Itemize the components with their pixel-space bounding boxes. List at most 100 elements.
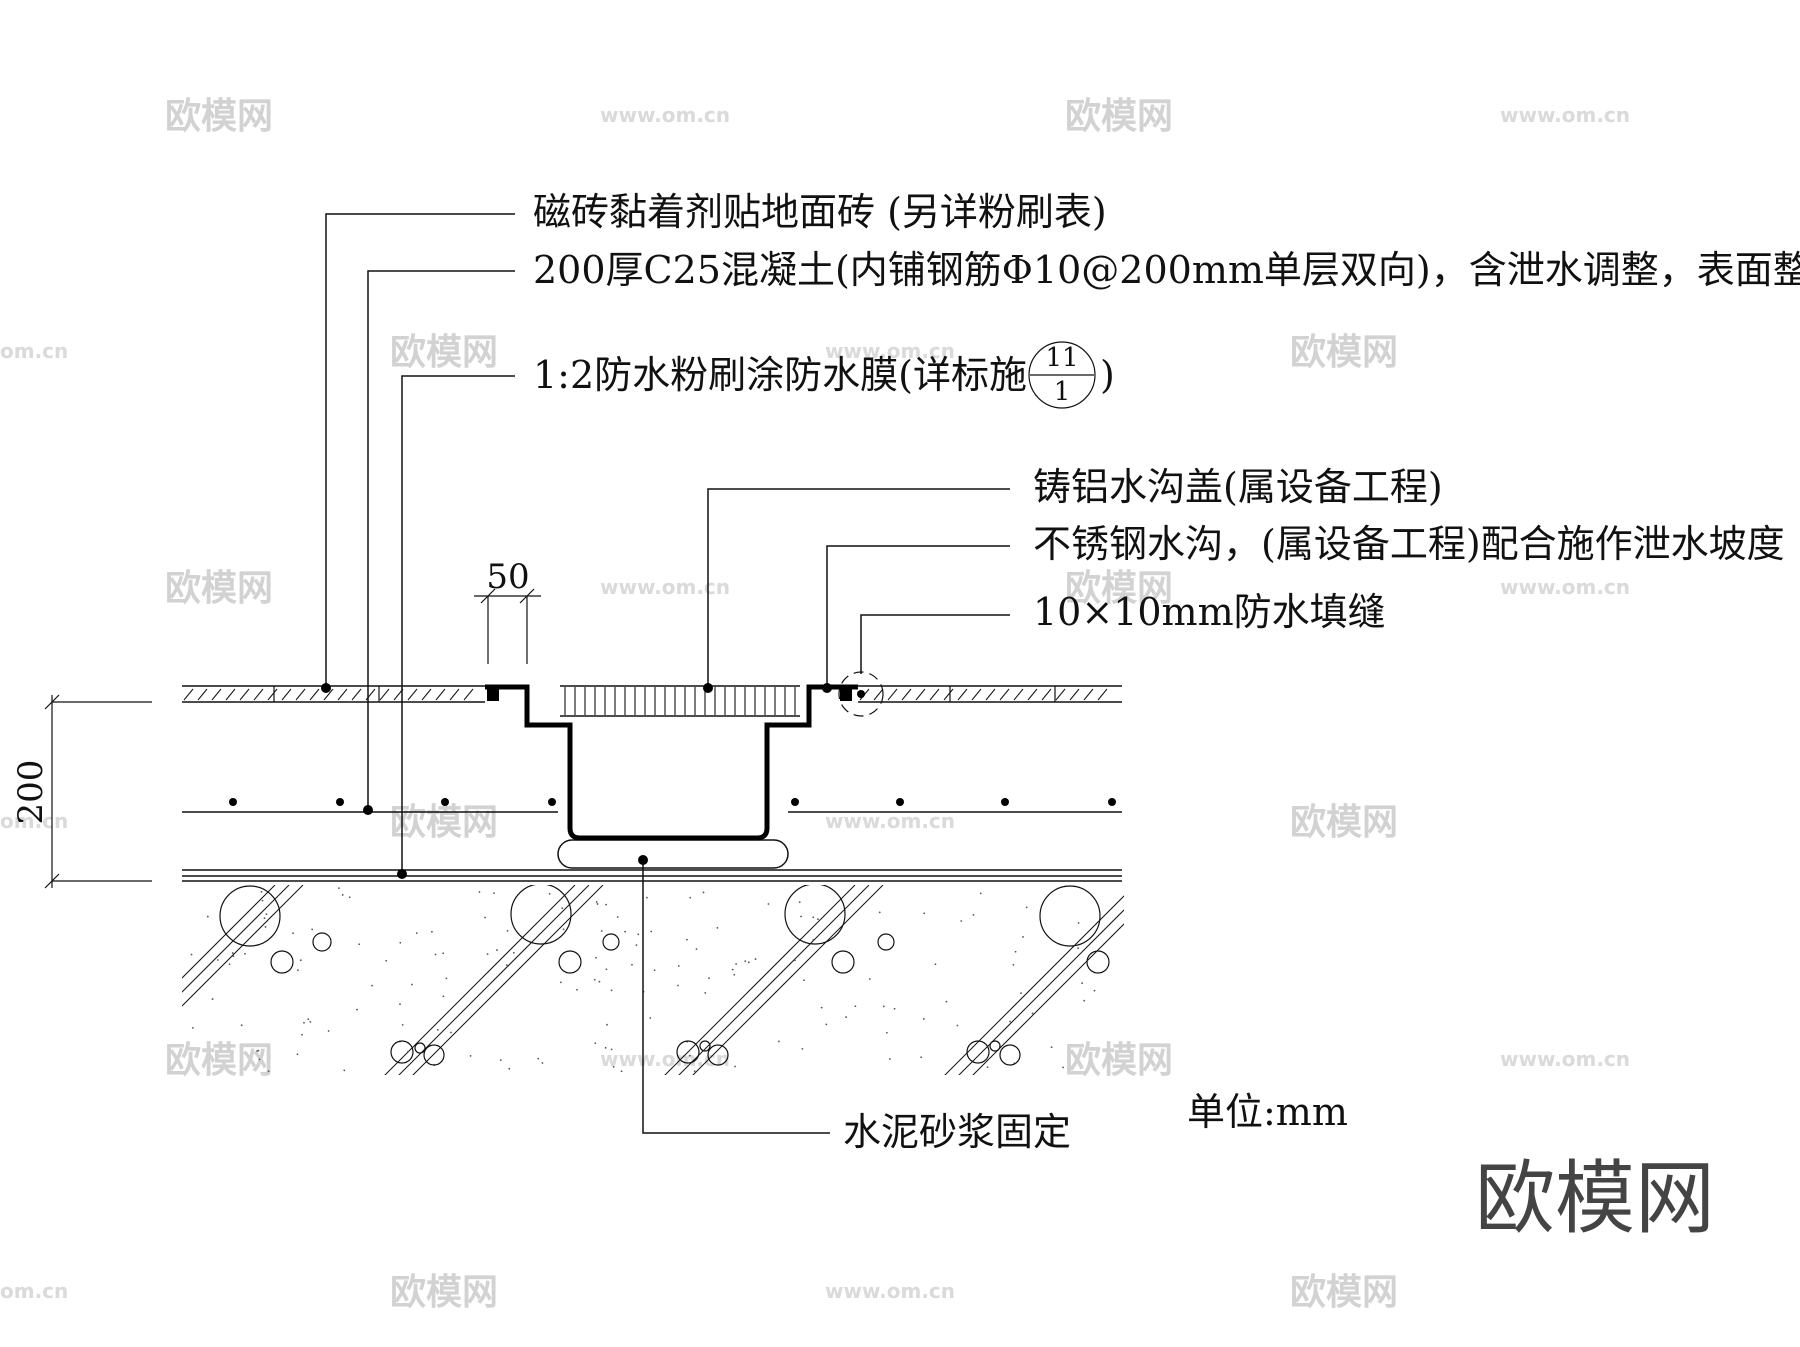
soil-speck: [343, 1069, 346, 1072]
soil-speck: [735, 963, 738, 965]
label-cover: 铸铝水沟盖(属设备工程): [1033, 465, 1443, 509]
soil-speck: [411, 983, 413, 986]
soil-speck: [598, 980, 601, 983]
aggregate-stone: [877, 933, 895, 951]
soil-speck: [415, 932, 418, 934]
watermark-url: www.om.cn: [1500, 1047, 1630, 1071]
watermark-brand: 欧模网: [165, 568, 273, 609]
soil-speck: [258, 1058, 261, 1061]
soil-speck: [1031, 1012, 1034, 1015]
tile-hatch-stroke: [337, 688, 348, 701]
soil-speck: [231, 952, 234, 954]
soil-speck: [733, 973, 736, 976]
leader-dot: [822, 683, 832, 693]
aggregate-stone: [312, 932, 332, 952]
soil-speck: [301, 1033, 303, 1036]
soil-speck: [893, 1007, 896, 1010]
soil-speck: [800, 915, 802, 918]
watermark-url: www.om.cn: [825, 1279, 955, 1303]
soil-speck: [1081, 982, 1084, 985]
tile-hatch-stroke: [1027, 688, 1038, 701]
soil-speck: [469, 1055, 472, 1057]
soil-speck: [548, 893, 551, 895]
soil-speck: [260, 890, 263, 893]
dim-height: 200: [11, 760, 51, 825]
tile-hatch-stroke: [197, 688, 208, 701]
label-seal: 10×10mm防水填缝: [1033, 590, 1386, 634]
tile-hatch-stroke: [929, 688, 940, 701]
soil-speck: [604, 1046, 607, 1049]
soil-speck: [1093, 989, 1096, 992]
tile-hatch-stroke: [183, 688, 194, 701]
soil-speck: [686, 938, 688, 941]
soil-speck: [605, 968, 608, 971]
leader-lines: [321, 213, 1010, 1134]
aggregate-stone: [602, 933, 620, 951]
soil-hatch-line: [1195, 885, 1415, 1105]
tile-hatch-stroke: [421, 688, 432, 701]
soil-speck: [945, 1000, 948, 1003]
tile-hatch-stroke: [295, 688, 306, 701]
soil-hatch-line: [664, 885, 856, 1075]
tile-hatch-stroke: [407, 688, 418, 701]
drain-channel: [485, 684, 858, 869]
label-channel: 不锈钢水沟，(属设备工程)配合施作泄水坡度: [1033, 522, 1785, 566]
aggregate-stone: [989, 1040, 1001, 1052]
soil-speck: [845, 1016, 848, 1018]
label-tile: 磁砖黏着剂贴地面砖 (另详粉刷表): [533, 190, 1107, 234]
tile-hatch-stroke: [901, 688, 912, 701]
soil-speck: [442, 952, 445, 955]
aggregate-stone: [414, 1042, 426, 1054]
soil-speck: [777, 1040, 780, 1043]
aggregate-stone: [999, 1044, 1021, 1066]
soil-hatch-line: [182, 885, 304, 1007]
watermark-url: www.om.cn: [1500, 575, 1630, 599]
soil-speck: [450, 1031, 452, 1034]
soil-speck: [478, 891, 481, 893]
soil-speck: [972, 914, 975, 916]
soil-hatch-line: [944, 895, 1124, 1075]
soil-speck: [605, 903, 607, 906]
watermark-layer: 欧模网 www.om.cn 欧模网 www.om.cn om.cn 欧模网 ww…: [0, 96, 1630, 1313]
soil-speck: [484, 916, 486, 919]
soil-speck: [407, 1050, 410, 1053]
soil-hatch-line: [384, 885, 576, 1075]
soil-speck: [631, 963, 633, 966]
soil-speck: [677, 984, 679, 987]
aggregate-stone: [423, 1044, 445, 1066]
soil-speck: [767, 903, 770, 905]
soil-speck: [356, 1008, 358, 1011]
soil-speck: [1083, 999, 1086, 1002]
brand-logo: 欧模网: [1475, 1152, 1715, 1245]
soil-speck: [920, 1056, 923, 1059]
rebar-dot: [791, 798, 799, 806]
rebar-dot: [1108, 798, 1116, 806]
tile-hatch-stroke: [1013, 688, 1024, 701]
soil-speck: [624, 930, 627, 933]
soil-speck: [311, 928, 314, 931]
rebar-dot: [896, 798, 904, 806]
soil-speck: [191, 1027, 194, 1029]
watermark-url: www.om.cn: [825, 339, 955, 363]
soil-speck: [445, 977, 448, 980]
soil-speck: [1022, 936, 1024, 938]
soil-speck: [812, 916, 815, 919]
tile-layer: [182, 685, 1122, 703]
soil-speck: [934, 963, 937, 966]
soil-speck: [646, 896, 648, 899]
watermark-url: om.cn: [0, 1279, 68, 1303]
soil-speck: [297, 969, 299, 972]
soil-speck: [798, 901, 801, 904]
tile-hatch-stroke: [239, 688, 250, 701]
soil-speck: [637, 933, 640, 936]
mortar-bed: [557, 839, 789, 869]
soil-speck: [1062, 1066, 1064, 1069]
soil-speck: [211, 998, 214, 1000]
soil-speck: [754, 958, 757, 960]
soil-speck: [653, 969, 656, 972]
soil-speck: [486, 953, 489, 956]
soil-speck: [1050, 1046, 1053, 1049]
soil-speck: [244, 952, 246, 955]
dimensions: 50 200: [11, 557, 541, 889]
